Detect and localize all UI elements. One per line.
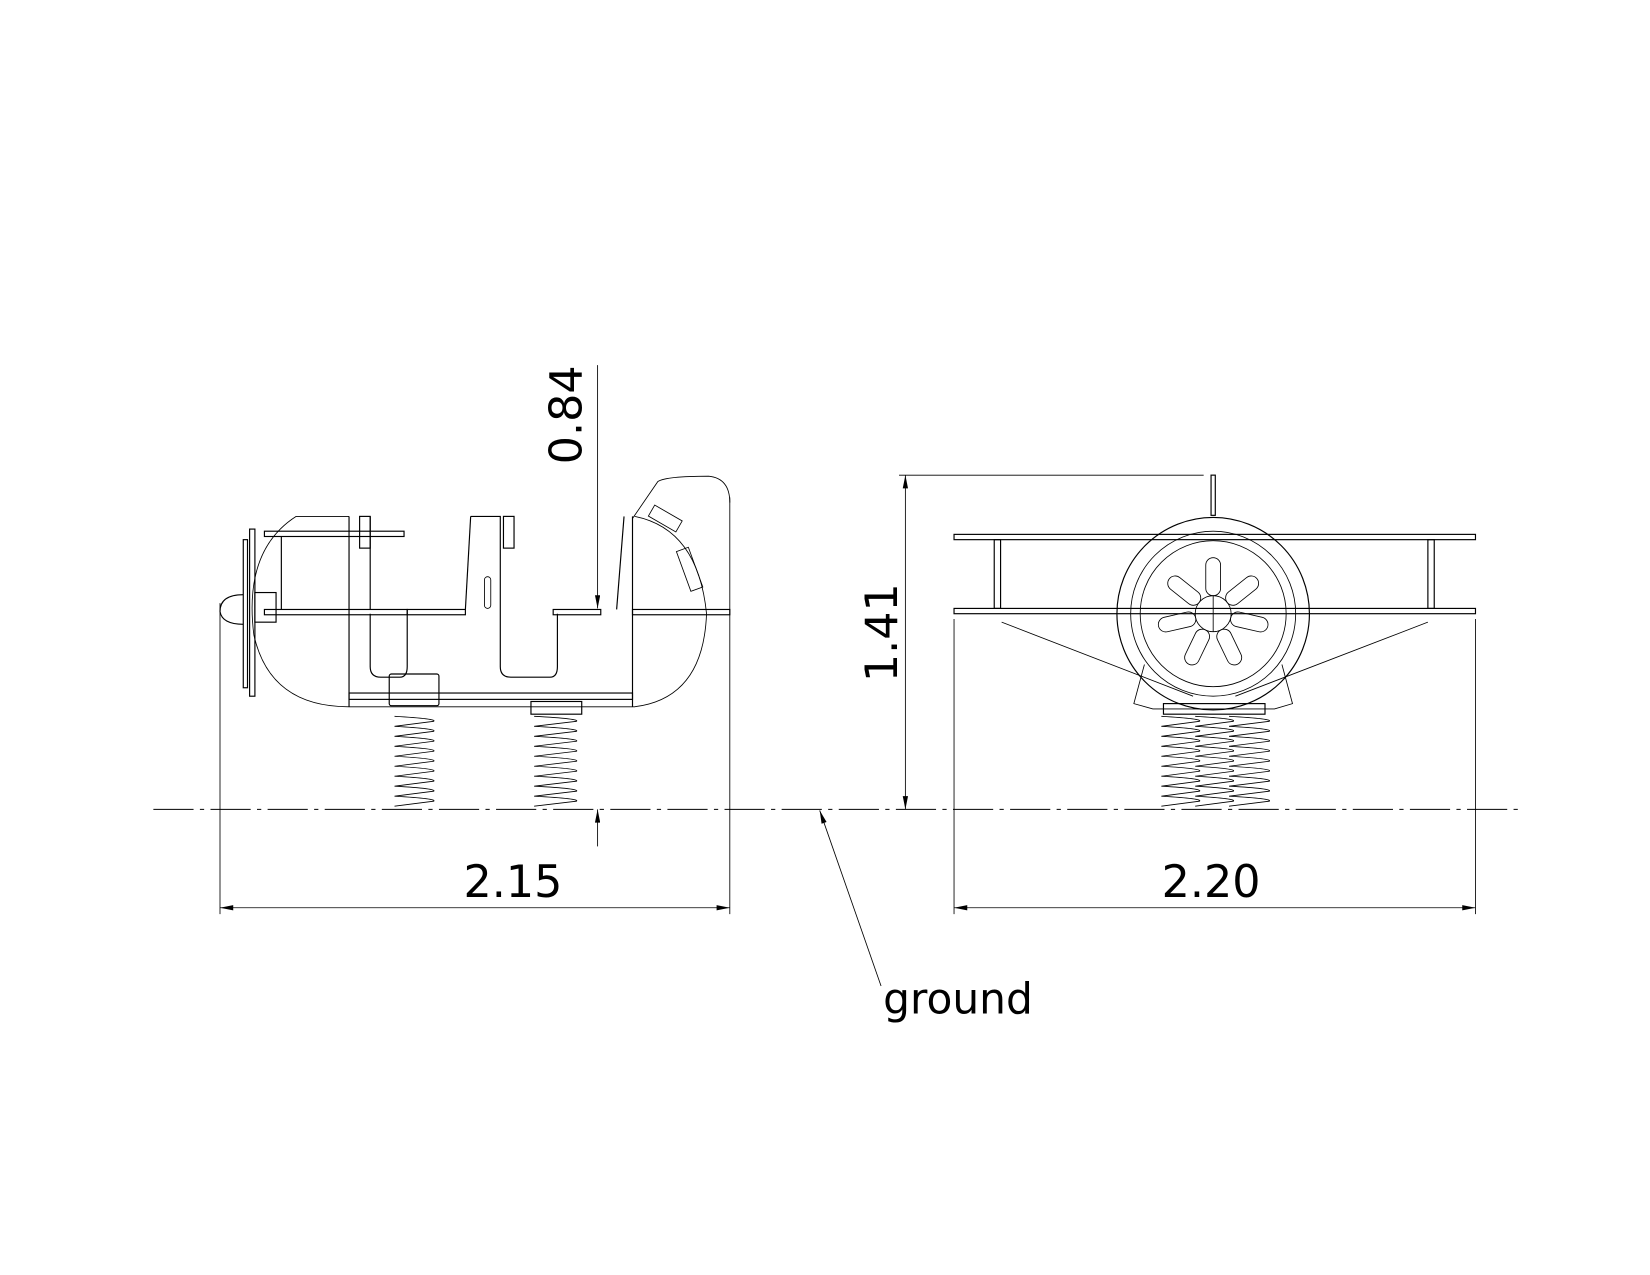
spring-left-front bbox=[1161, 715, 1201, 807]
propeller-slot bbox=[1167, 575, 1202, 606]
spring-center-front bbox=[1195, 715, 1235, 807]
ground-label: ground bbox=[883, 975, 1033, 1024]
dimension-front-height: 1.41 bbox=[857, 474, 1204, 810]
dimension-side-height: 0.84 bbox=[542, 365, 601, 847]
dimension-side-length: 2.15 bbox=[219, 497, 731, 915]
propeller-slot bbox=[1184, 628, 1210, 666]
dimension-label-2-15: 2.15 bbox=[464, 857, 563, 908]
spring-right-front bbox=[1228, 715, 1270, 807]
spring-rear-side bbox=[534, 715, 578, 807]
dimension-label-2-20: 2.20 bbox=[1162, 857, 1261, 908]
propeller-slot bbox=[1157, 611, 1197, 633]
propeller-slot bbox=[1225, 575, 1260, 606]
side-view-airplane bbox=[219, 475, 731, 807]
front-view-airplane bbox=[953, 474, 1477, 807]
dimension-label-1-41: 1.41 bbox=[857, 583, 908, 682]
propeller-slot bbox=[1205, 557, 1221, 597]
dimension-label-0-84: 0.84 bbox=[542, 365, 593, 464]
ground-callout: ground bbox=[819, 810, 1033, 1024]
propeller-slot bbox=[1230, 611, 1269, 633]
propeller-slot bbox=[1216, 628, 1243, 666]
dimension-front-width: 2.20 bbox=[953, 618, 1476, 915]
spring-front-side bbox=[394, 715, 435, 807]
